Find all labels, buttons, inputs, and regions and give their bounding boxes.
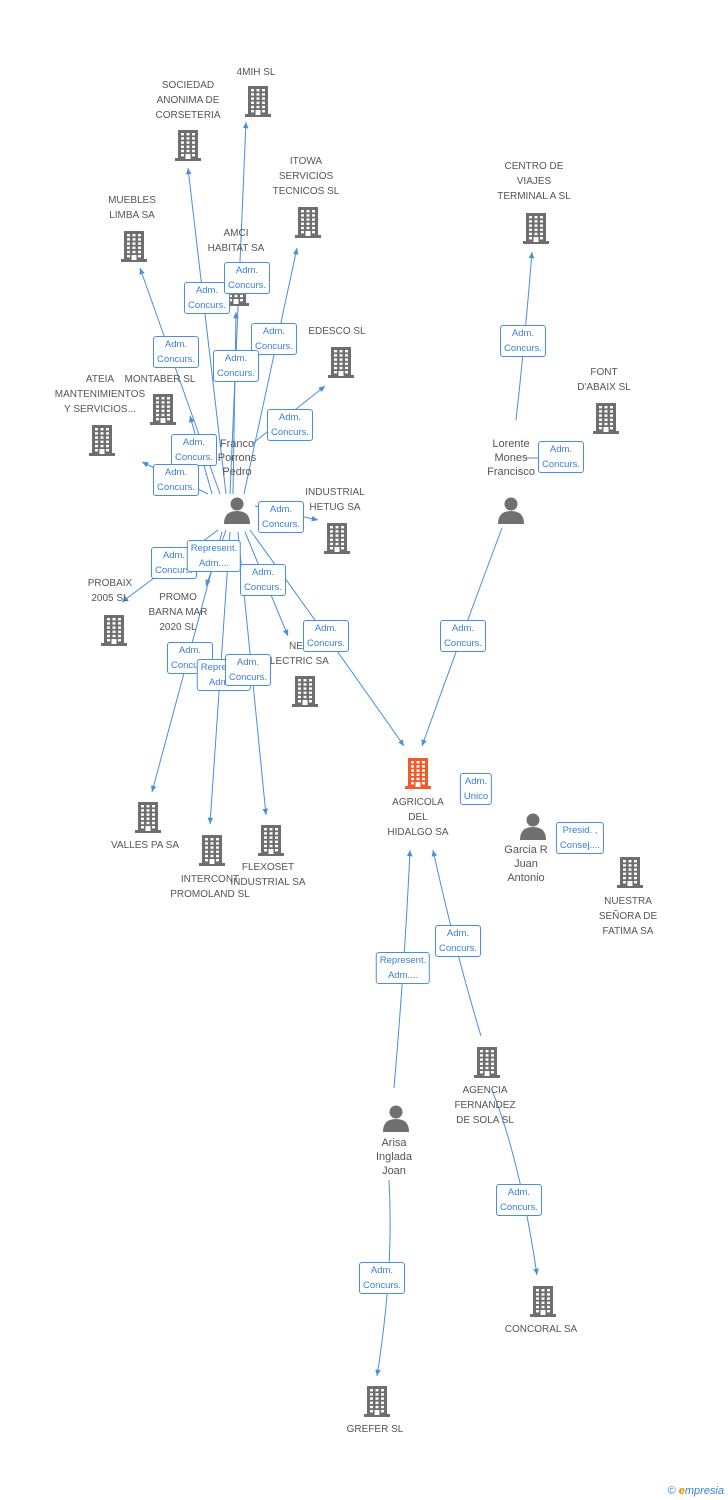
industrial-hetug-building-icon[interactable] (324, 522, 350, 554)
centro-viajes-building-icon[interactable] (523, 212, 549, 244)
grefer-label[interactable]: GREFER SL (346, 1424, 404, 1435)
flexoset-building-icon[interactable] (258, 824, 284, 856)
relation-badge[interactable]: Represent.Adm.... (375, 952, 431, 984)
montaber-building-icon[interactable] (150, 393, 176, 425)
4mih-label[interactable]: 4MIH SL (236, 67, 276, 78)
relation-badge[interactable]: Adm.Concurs. (302, 620, 350, 652)
nuestra-senora-building-icon[interactable] (617, 856, 643, 888)
garcia-juan-person-icon[interactable] (519, 812, 547, 840)
relation-badge[interactable]: Adm.Concurs. (434, 925, 482, 957)
relation-badge[interactable]: Adm.Concurs. (250, 323, 298, 355)
probaix-building-icon[interactable] (101, 614, 127, 646)
relation-badge[interactable]: Adm.Concurs. (223, 262, 271, 294)
relation-badge[interactable]: Adm.Concurs. (266, 409, 314, 441)
agencia-fernandez-building-icon[interactable] (474, 1046, 500, 1078)
relation-badge[interactable]: Represent.Adm.... (186, 540, 242, 572)
grefer-building-icon[interactable] (364, 1385, 390, 1417)
relation-badge[interactable]: Adm.Concurs. (152, 464, 200, 496)
relation-line-agencia_fernandez-to-concoral (491, 1089, 539, 1276)
concoral-building-icon[interactable] (530, 1285, 556, 1317)
footer: © empresia (668, 1485, 724, 1497)
arisa-inglada-person-icon[interactable] (382, 1104, 410, 1132)
relation-badge[interactable]: Adm.Concurs. (152, 336, 200, 368)
4mih-building-icon[interactable] (245, 85, 271, 117)
relation-badge[interactable]: Adm.Concurs. (439, 620, 487, 652)
relation-badge[interactable]: Adm.Concurs. (170, 434, 218, 466)
relation-badge[interactable]: Adm.Concurs. (358, 1262, 406, 1294)
itowa-building-icon[interactable] (295, 206, 321, 238)
sociedad-anonima-building-icon[interactable] (175, 129, 201, 161)
relation-badge[interactable]: Adm.Concurs. (499, 325, 547, 357)
font-abaix-building-icon[interactable] (593, 402, 619, 434)
relation-badge[interactable]: Adm.Concurs. (212, 350, 260, 382)
muebles-limba-building-icon[interactable] (121, 230, 147, 262)
relation-line-franco_porrons-to-sociedad_anonima (185, 167, 227, 495)
valles-pa-building-icon[interactable] (135, 801, 161, 833)
relation-badge[interactable]: Adm.Concurs. (537, 441, 585, 473)
copyright-symbol: © (667, 1485, 676, 1497)
edesco-building-icon[interactable] (328, 346, 354, 378)
ateia-building-icon[interactable] (89, 424, 115, 456)
relation-badge[interactable]: Adm.Unico (459, 773, 493, 805)
nelectric-building-icon[interactable] (292, 675, 318, 707)
relation-badge[interactable]: Adm.Concurs. (257, 501, 305, 533)
edesco-label[interactable]: EDESCO SL (308, 326, 366, 337)
intercont-building-icon[interactable] (199, 834, 225, 866)
franco-porrons-person-icon[interactable] (223, 496, 251, 524)
relation-line-franco_porrons-to-4mih (229, 121, 249, 495)
lorente-mones-person-icon[interactable] (497, 496, 525, 524)
relation-badge[interactable]: Adm.Concurs. (183, 282, 231, 314)
relation-badge[interactable]: Adm.Concurs. (495, 1184, 543, 1216)
relation-badge[interactable]: Adm.Concurs. (239, 564, 287, 596)
brand-logo[interactable]: empresia (678, 1485, 724, 1497)
valles-pa-label[interactable]: VALLES PA SA (110, 840, 180, 851)
relation-line-franco_porrons-to-amci_habitat (232, 311, 239, 495)
concoral-label[interactable]: CONCORAL SA (504, 1324, 578, 1335)
relation-line-franco_porrons-to-itowa (243, 247, 299, 495)
relation-badge[interactable]: Presid. ,Consej.... (555, 822, 605, 854)
agricola-building-icon[interactable] (405, 757, 431, 789)
relation-badge[interactable]: Adm.Concurs. (224, 654, 272, 686)
